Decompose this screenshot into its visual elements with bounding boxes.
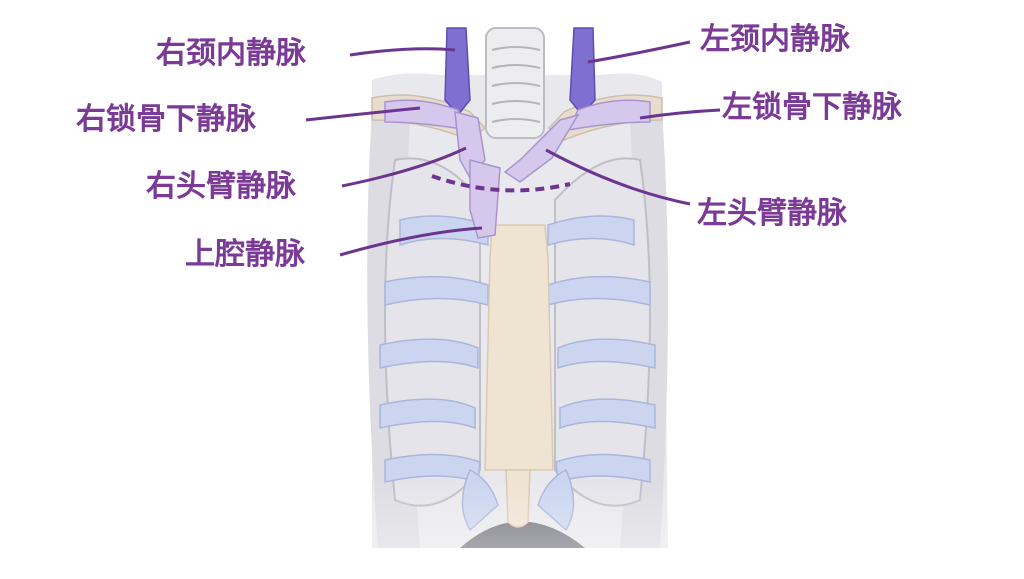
spine [485,27,545,139]
leader-left-internal-jugular [587,40,691,64]
leader-left-subclavian [639,108,721,120]
junction-dashed-line [431,174,571,193]
label-left-subclavian: 左锁骨下静脉 [722,90,902,125]
label-right-brachiocephalic: 右头臂静脉 [146,169,296,204]
leader-right-brachiocephalic [341,146,467,188]
label-superior-vena-cava: 上腔静脉 [185,237,305,272]
leader-right-internal-jugular [349,47,456,57]
label-right-subclavian: 右锁骨下静脉 [76,102,256,137]
leader-left-brachiocephalic [545,148,691,206]
leader-superior-vena-cava [339,226,483,257]
ribs [379,215,656,483]
label-right-internal-jugular: 右颈内静脉 [156,36,306,71]
label-left-brachiocephalic: 左头臂静脉 [697,196,847,231]
label-left-internal-jugular: 左颈内静脉 [700,22,850,57]
leader-lines [305,40,721,257]
leader-right-subclavian [305,106,421,122]
veins [384,27,651,239]
